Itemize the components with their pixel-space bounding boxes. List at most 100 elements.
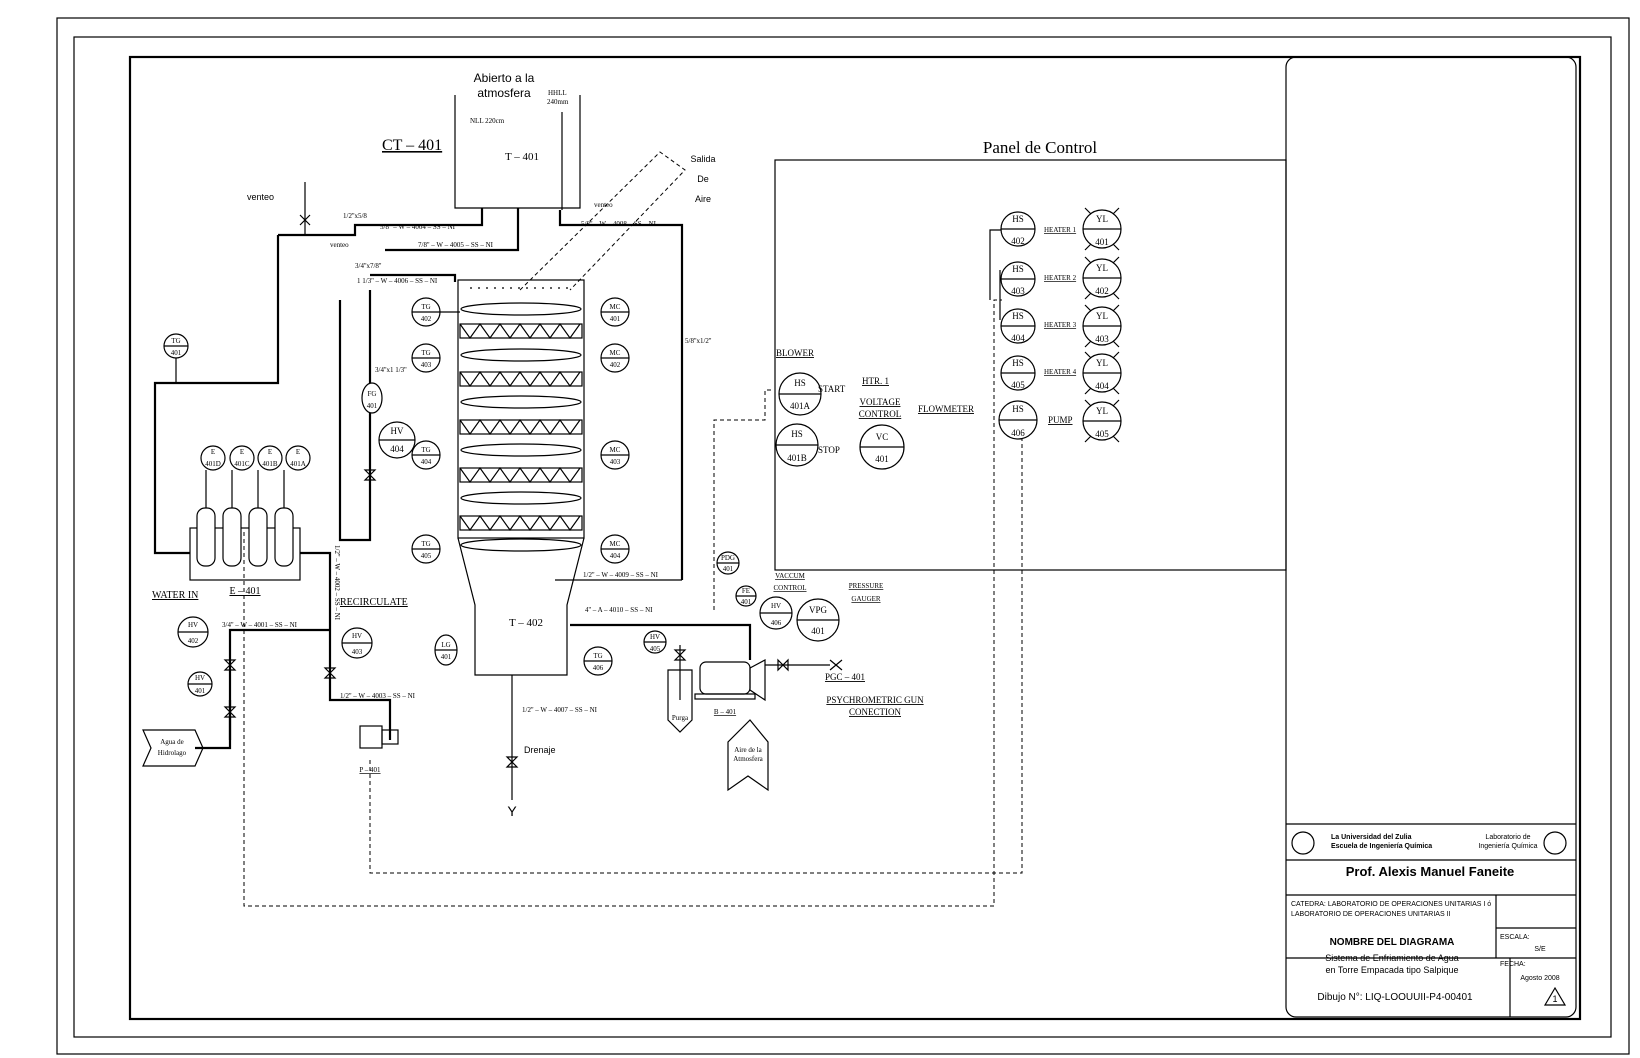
svg-text:401A: 401A xyxy=(790,401,811,411)
pipe-4010 xyxy=(570,623,752,660)
escala-value: S/E xyxy=(1534,946,1546,953)
control-panel xyxy=(774,159,1287,571)
svg-text:401B: 401B xyxy=(787,453,807,463)
svg-text:402: 402 xyxy=(188,637,199,645)
university-logo xyxy=(1291,831,1315,855)
svg-text:405: 405 xyxy=(1011,380,1025,390)
air-outlet-1: Salida xyxy=(690,154,715,164)
water-in-label: WATER IN xyxy=(152,590,198,601)
svg-text:E: E xyxy=(268,448,272,456)
control-vc401[interactable]: VC 401 xyxy=(859,424,905,470)
air-outlet-3: Aire xyxy=(695,194,711,204)
pipe-4005-label: 7/8'' – W – 4005 – SS – NI xyxy=(418,241,494,249)
diagram-label: NOMBRE DEL DIAGRAMA xyxy=(1330,937,1455,948)
valve-hv404[interactable] xyxy=(363,469,377,481)
svg-text:YL: YL xyxy=(1096,311,1108,321)
svg-text:403: 403 xyxy=(352,648,363,656)
svg-text:405: 405 xyxy=(650,645,661,653)
university-name-2: Escuela de Ingeniería Química xyxy=(1331,843,1432,850)
svg-text:HV: HV xyxy=(391,426,404,436)
svg-text:406: 406 xyxy=(593,664,604,672)
svg-text:YL: YL xyxy=(1096,358,1108,368)
svg-text:404: 404 xyxy=(390,444,404,454)
svg-text:TG: TG xyxy=(421,303,430,311)
svg-text:401: 401 xyxy=(875,454,889,464)
svg-text:PDG: PDG xyxy=(721,554,735,562)
signal-line-3 xyxy=(713,389,774,610)
pipe-4008 xyxy=(558,210,684,580)
svg-text:HV: HV xyxy=(195,674,205,682)
svg-text:VC: VC xyxy=(876,432,889,442)
lab-name-1: Laboratorio de xyxy=(1485,834,1530,841)
valve-hv406[interactable] xyxy=(777,658,789,672)
vaccum-label-2: CONTROL xyxy=(773,584,806,592)
pipe-recirc-loop xyxy=(338,290,372,542)
signal-line-2 xyxy=(369,420,1023,874)
psy-label-1: PSYCHROMETRIC GUN xyxy=(826,695,924,705)
air-inlet xyxy=(727,719,769,792)
start-label: START xyxy=(818,384,846,394)
valve-hv402[interactable] xyxy=(223,659,237,671)
pipe-4008-label: 5/8'' – W – 4008 – SS – NI xyxy=(581,220,657,228)
purge-label: Purga xyxy=(672,714,689,722)
water-source xyxy=(142,729,204,767)
column-shell xyxy=(457,279,585,539)
reducer-4: 5/8''x1/2'' xyxy=(685,337,711,345)
voltage-label-1: VOLTAGE xyxy=(860,397,901,407)
svg-text:MC: MC xyxy=(610,540,621,548)
reducer-3: 3/4''x1 1/3'' xyxy=(375,366,407,374)
venteo-main: venteo xyxy=(247,192,274,202)
reducer-1: 1/2''x5/8 xyxy=(343,212,367,220)
htr-label: HTR. 1 xyxy=(862,376,889,386)
svg-text:YL: YL xyxy=(1096,406,1108,416)
svg-text:404: 404 xyxy=(1095,381,1109,391)
air-outlet-duct xyxy=(519,151,686,291)
valve-hv405[interactable] xyxy=(673,649,687,661)
svg-text:HV: HV xyxy=(650,633,660,641)
svg-text:402: 402 xyxy=(1011,236,1025,246)
pipe-vent-return xyxy=(153,235,280,555)
escala-label: ESCALA: xyxy=(1500,934,1530,941)
svg-text:401: 401 xyxy=(441,653,452,661)
catedra-2: LABORATORIO DE OPERACIONES UNITARIAS II xyxy=(1291,911,1451,918)
svg-text:HS: HS xyxy=(1012,358,1024,368)
fecha-label: FECHA: xyxy=(1500,961,1526,968)
valve-hv403[interactable] xyxy=(323,667,337,679)
pipe-4010-label: 4'' – A – 4010 – SS – NI xyxy=(585,606,653,614)
svg-text:E: E xyxy=(296,448,300,456)
vaccum-label-1: VACCUM xyxy=(775,572,806,580)
valve-hv401[interactable] xyxy=(223,706,237,718)
valve-drain[interactable] xyxy=(505,756,519,768)
pipe-recirculate xyxy=(300,551,392,740)
svg-text:405: 405 xyxy=(421,552,432,560)
lab-name-2: Ingeniería Química xyxy=(1478,843,1537,850)
pipe-4007-label: 1/2'' – W – 4007 – SS – NI xyxy=(522,706,598,714)
svg-text:VPG: VPG xyxy=(809,605,828,615)
svg-text:HS: HS xyxy=(1012,404,1024,414)
pipe-4001 xyxy=(228,628,330,740)
svg-text:401: 401 xyxy=(171,349,182,357)
blower-label: B – 401 xyxy=(714,708,737,716)
professor-name: Prof. Alexis Manuel Faneite xyxy=(1346,864,1515,879)
drawing-border xyxy=(128,55,1582,1021)
svg-text:MC: MC xyxy=(610,349,621,357)
venteo-small-1: venteo xyxy=(330,241,349,249)
svg-text:TG: TG xyxy=(421,349,430,357)
